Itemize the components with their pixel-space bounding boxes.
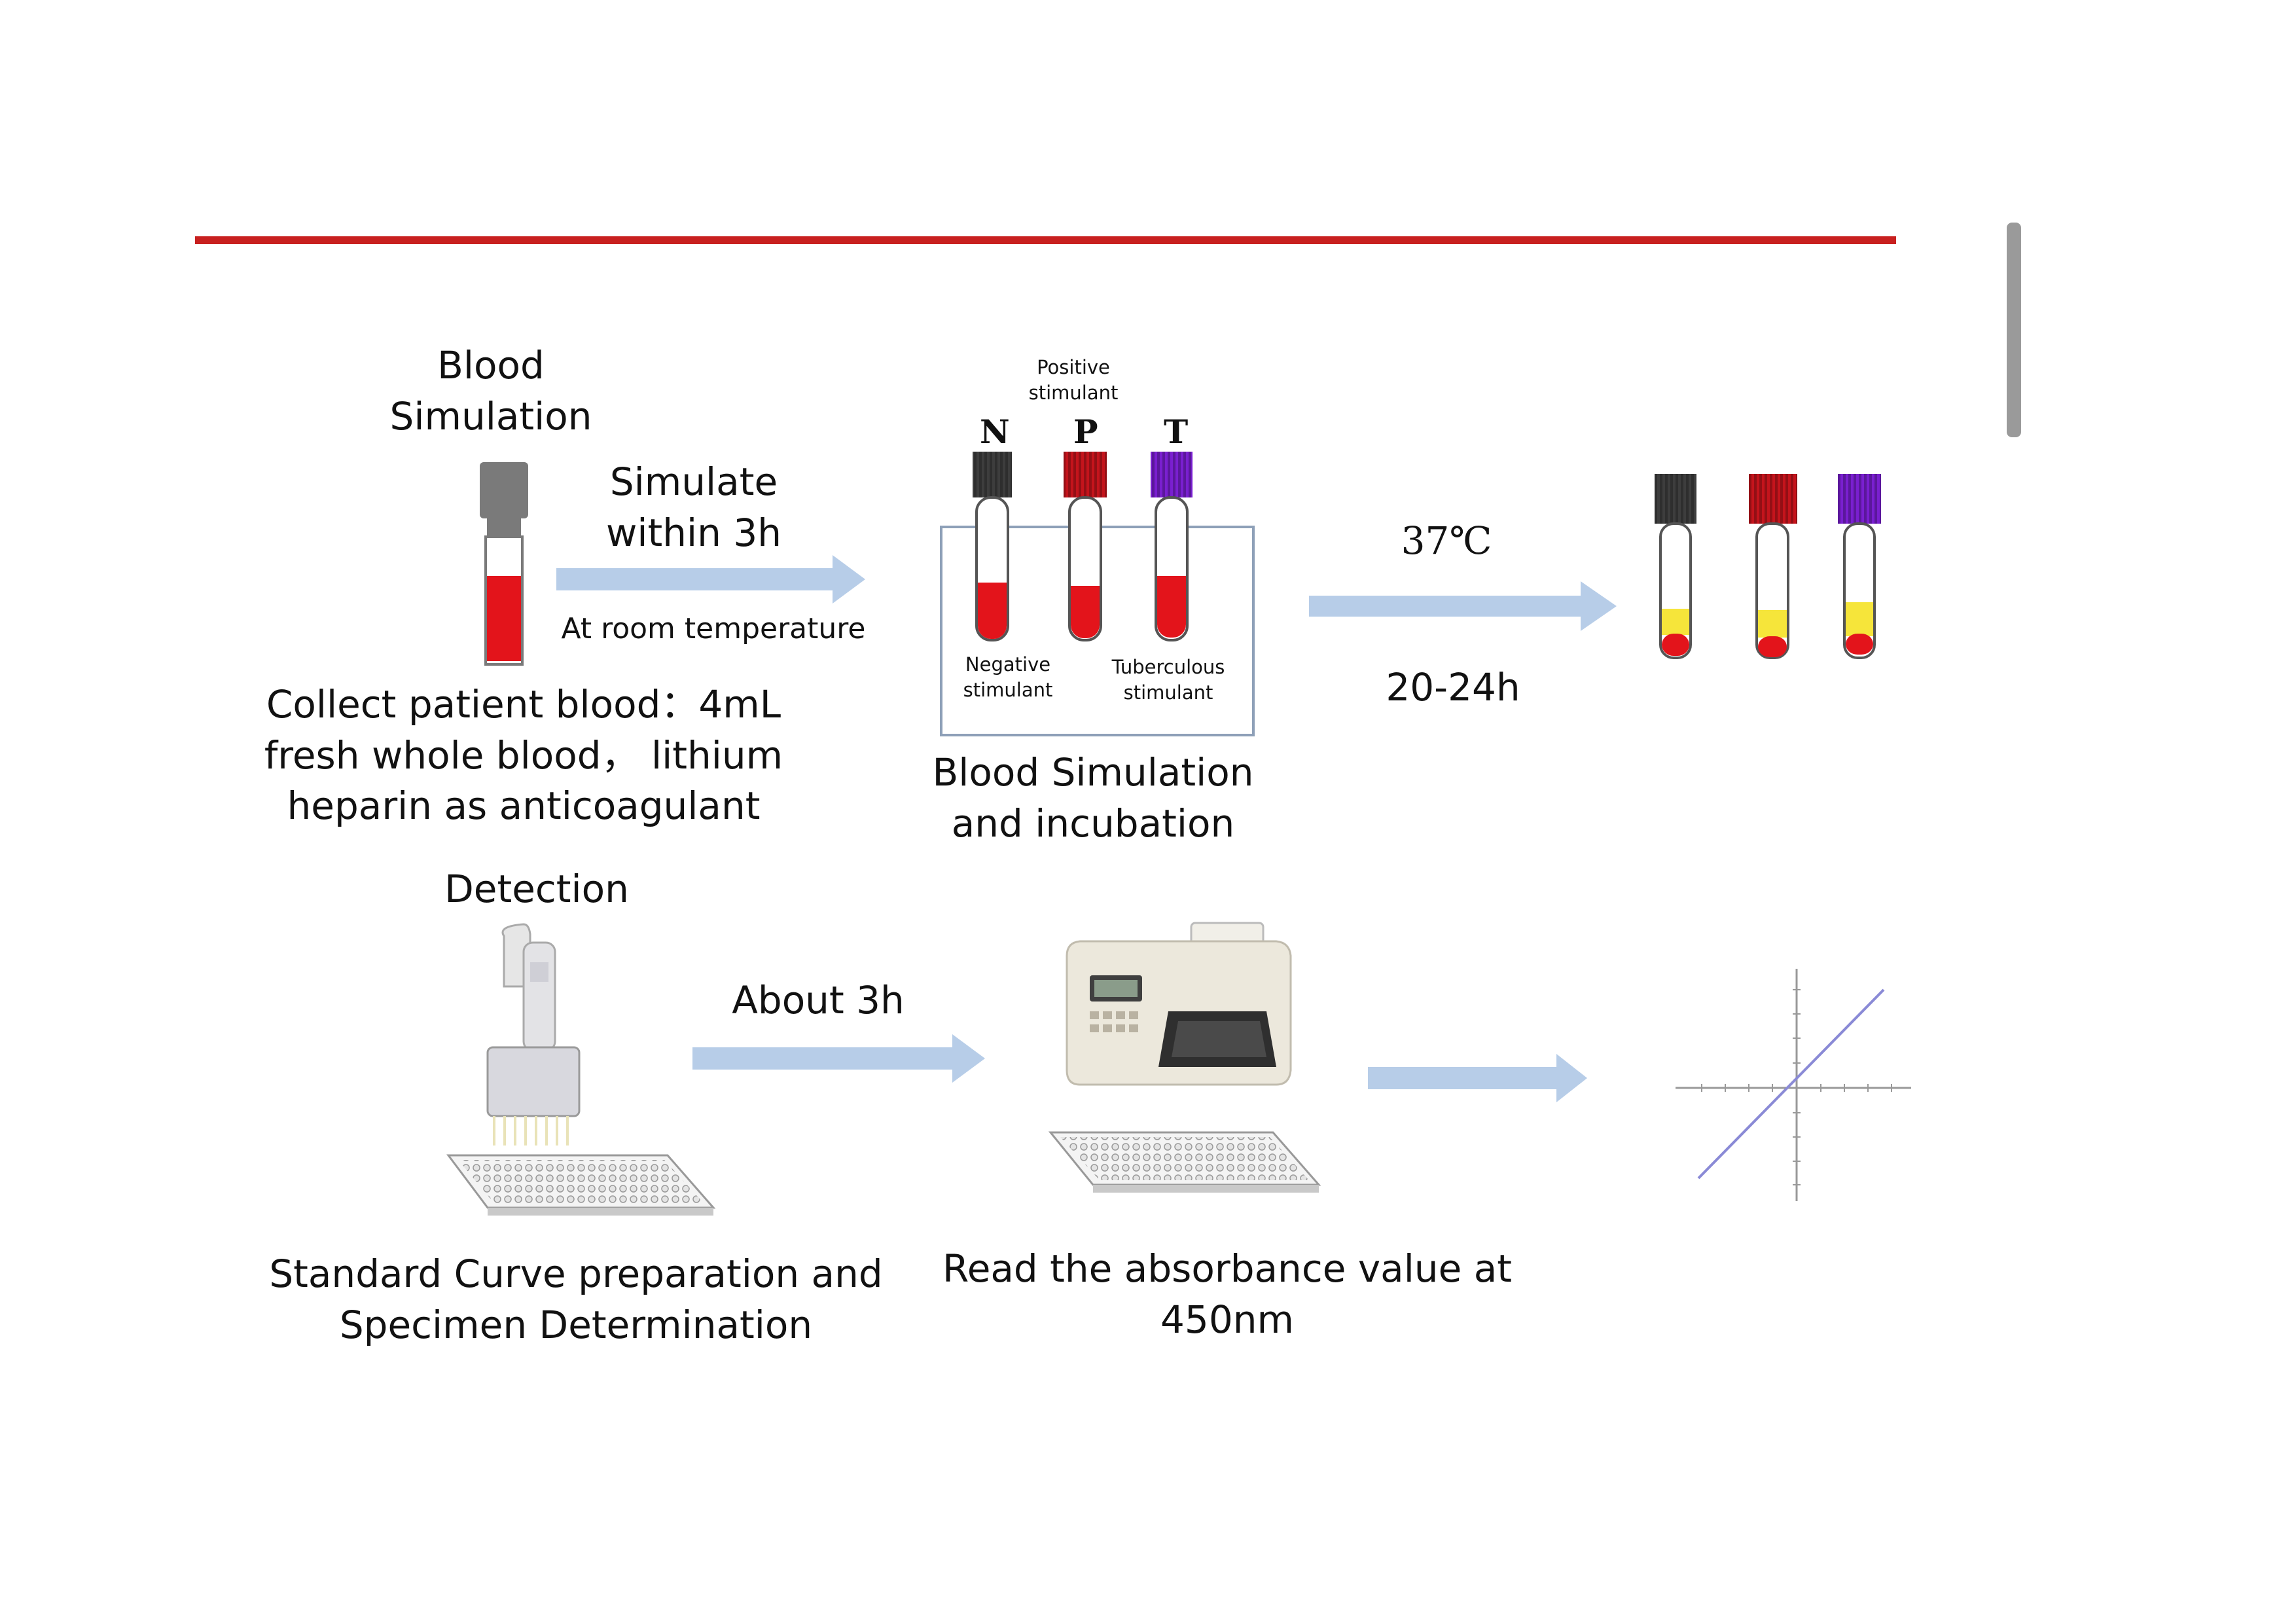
arrow1-top-label: Simulate within 3h <box>605 460 782 555</box>
tube-letter-t: T <box>1164 412 1189 451</box>
arrow1-bottom-label: At room temperature <box>561 612 866 645</box>
separated-tube-2-icon <box>1749 474 1797 659</box>
arrow3-top-label: About 3h <box>732 978 905 1022</box>
step2-caption: Blood Simulation and incubation <box>932 750 1254 846</box>
step5-caption: Read the absorbance value at 450nm <box>942 1246 1512 1342</box>
negative-tube-icon <box>973 452 1012 641</box>
tuberculous-stimulant-label: Tuberculous stimulant <box>1111 656 1225 704</box>
positive-tube-icon <box>1064 452 1107 641</box>
step4-caption: Standard Curve preparation and Specimen … <box>269 1252 883 1347</box>
reader-plate-icon <box>1048 1131 1321 1193</box>
arrow-3-icon <box>692 1034 985 1083</box>
arrow-2-icon <box>1309 581 1617 631</box>
arrow2-bottom-label: 20-24h <box>1386 665 1520 710</box>
tuberculous-tube-icon <box>1151 452 1193 641</box>
arrow2-top-label: 37℃ <box>1401 518 1492 563</box>
multichannel-pipette-icon <box>486 923 581 1146</box>
arrow-4-icon <box>1368 1054 1587 1102</box>
positive-stimulant-label: Positive stimulant <box>1028 356 1119 404</box>
negative-stimulant-label: Negative stimulant <box>963 653 1053 701</box>
step1-caption: Collect patient blood：4mL fresh whole bl… <box>264 682 783 829</box>
step1-heading: Blood Simulation <box>389 343 592 439</box>
step4-heading: Detection <box>444 867 629 911</box>
separated-tube-3-icon <box>1838 474 1881 659</box>
arrow-1-icon <box>556 555 865 604</box>
microplate-icon <box>446 1154 716 1216</box>
tube-letter-p: P <box>1073 412 1098 451</box>
separated-tube-1-icon <box>1655 474 1696 659</box>
microplate-reader-icon <box>1066 922 1292 1086</box>
scrollbar-thumb[interactable] <box>2007 223 2021 437</box>
tube-letter-n: N <box>980 412 1010 451</box>
standard-curve-graph-icon <box>1676 969 1911 1201</box>
blood-tube-icon <box>480 462 528 666</box>
